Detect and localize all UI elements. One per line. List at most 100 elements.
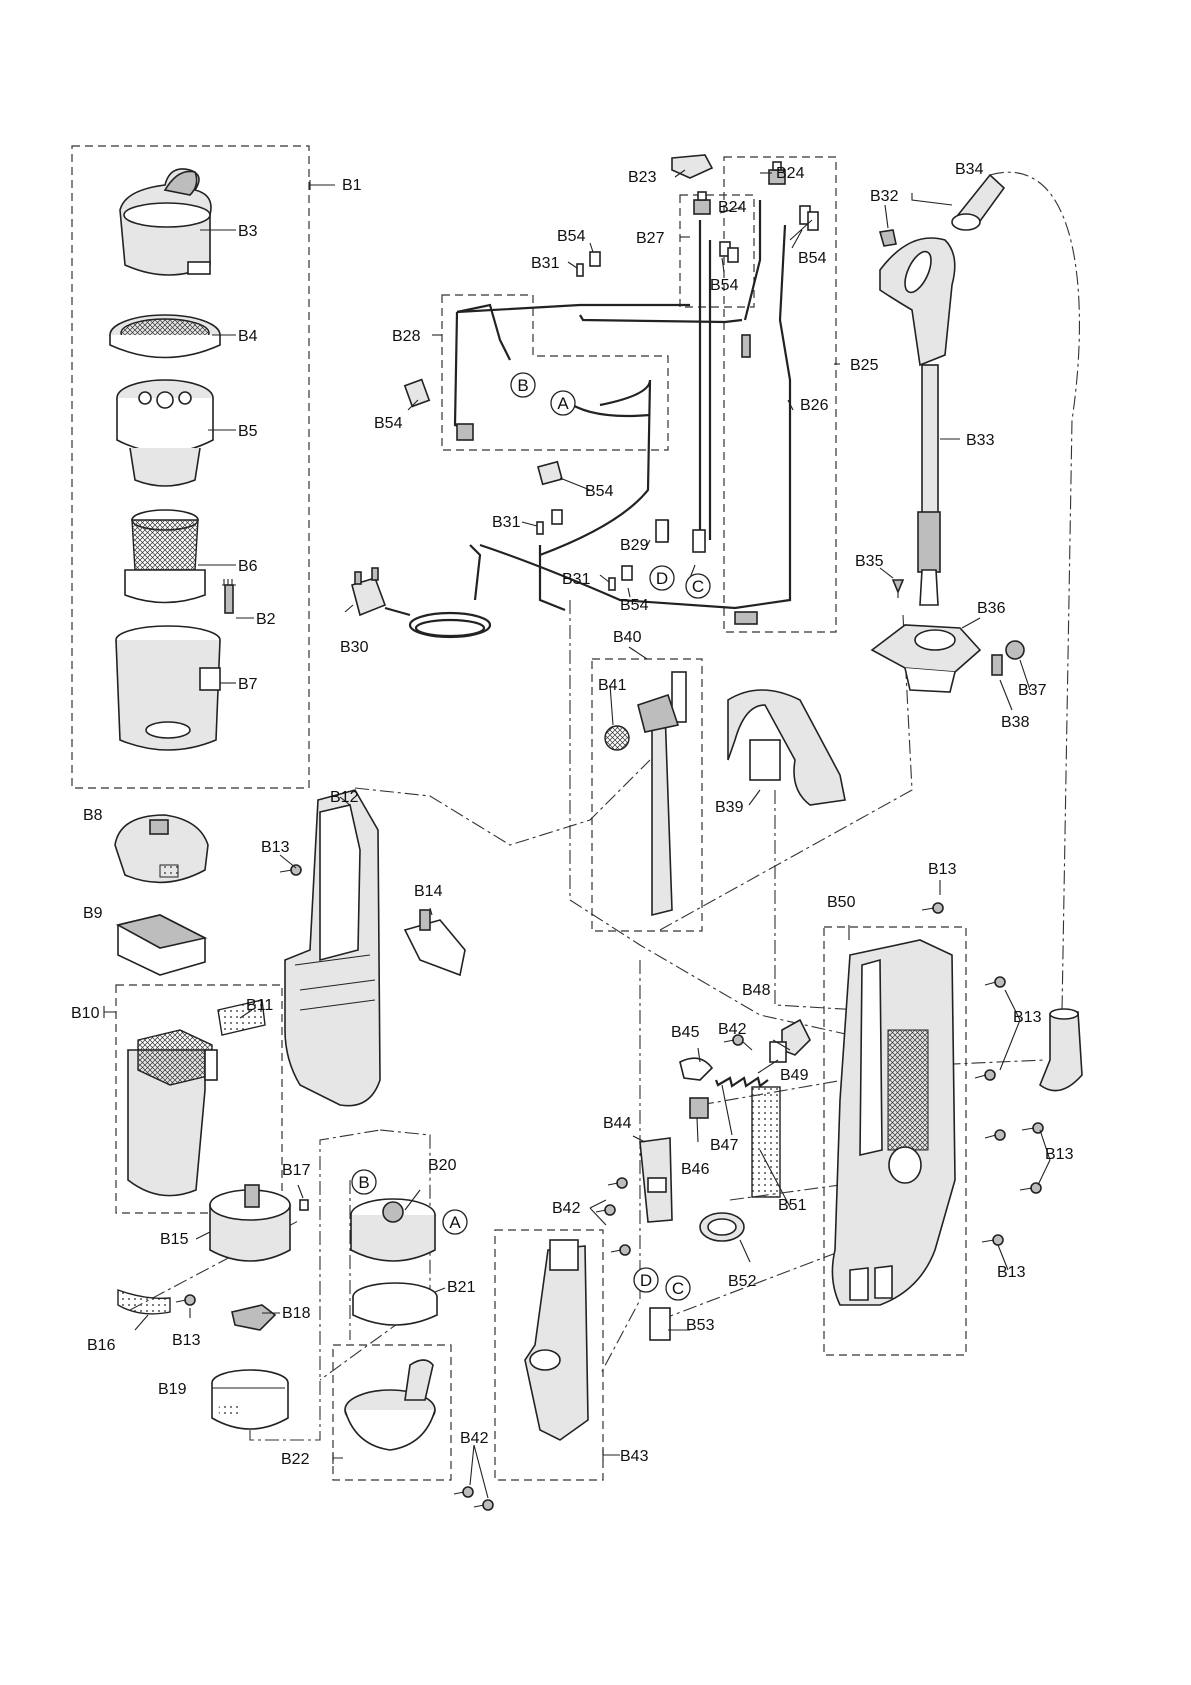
part-b39-handle-grip xyxy=(728,690,845,805)
label-b54-e: B54 xyxy=(585,483,614,500)
label-b23: B23 xyxy=(628,169,657,186)
label-b13-a: B13 xyxy=(261,839,290,856)
label-b32: B32 xyxy=(870,188,899,205)
part-b10-housing xyxy=(128,1030,217,1196)
part-b14-bracket xyxy=(405,910,465,975)
part-b7-bin xyxy=(116,626,220,750)
label-b26: B26 xyxy=(800,397,829,414)
part-b52-ring xyxy=(700,1213,744,1241)
label-b54-f: B54 xyxy=(620,597,649,614)
connector-b1-label: B xyxy=(517,376,528,395)
label-b15: B15 xyxy=(160,1231,189,1248)
label-b1: B1 xyxy=(342,177,362,194)
label-b8: B8 xyxy=(83,807,103,824)
label-b18: B18 xyxy=(282,1305,311,1322)
label-b54-c: B54 xyxy=(798,250,827,267)
label-b51: B51 xyxy=(778,1197,807,1214)
label-b9: B9 xyxy=(83,905,103,922)
connector-a1: A xyxy=(551,391,575,415)
part-b47-spring xyxy=(716,1078,768,1086)
group-box-b25 xyxy=(724,157,836,632)
part-b6-mesh-filter xyxy=(125,510,205,603)
label-b19: B19 xyxy=(158,1381,187,1398)
part-b41-mesh xyxy=(605,726,629,750)
label-b52: B52 xyxy=(728,1273,757,1290)
label-b53: B53 xyxy=(686,1317,715,1334)
connector-b1: B xyxy=(511,373,535,397)
label-b3: B3 xyxy=(238,223,258,240)
label-b13-e: B13 xyxy=(1045,1146,1074,1163)
label-b49: B49 xyxy=(780,1067,809,1084)
label-b20: B20 xyxy=(428,1157,457,1174)
part-b19-ring xyxy=(212,1370,288,1429)
part-b3-container-lid xyxy=(120,169,211,275)
label-b21: B21 xyxy=(447,1279,476,1296)
label-b35: B35 xyxy=(855,553,884,570)
label-b40: B40 xyxy=(613,629,642,646)
part-b43-lower-duct xyxy=(525,1240,588,1440)
label-b33: B33 xyxy=(966,432,995,449)
part-b20-motor xyxy=(351,1199,435,1261)
part-b30-plug xyxy=(352,545,490,637)
part-b22-motor-base xyxy=(345,1360,435,1450)
label-b39: B39 xyxy=(715,799,744,816)
part-b5-cyclone xyxy=(117,380,213,486)
part-b50-main-body xyxy=(832,940,955,1305)
connector-d2-label: D xyxy=(640,1271,652,1290)
label-b13-d: B13 xyxy=(1013,1009,1042,1026)
label-b42-a: B42 xyxy=(718,1021,747,1038)
part-b48-b49-latch xyxy=(770,1020,810,1062)
label-b30: B30 xyxy=(340,639,369,656)
assembly-line-b40 xyxy=(570,600,850,1035)
label-b7: B7 xyxy=(238,676,258,693)
part-b37-knob xyxy=(1006,641,1024,659)
label-b50: B50 xyxy=(827,894,856,911)
part-b38-spring xyxy=(992,655,1002,675)
part-b34-hose-end xyxy=(952,175,1004,230)
label-b36: B36 xyxy=(977,600,1006,617)
label-b34: B34 xyxy=(955,161,984,178)
part-b33-handle xyxy=(880,238,955,605)
part-b44-bracket xyxy=(640,1138,672,1222)
part-b40-duct xyxy=(638,672,686,915)
label-b42-c: B42 xyxy=(460,1430,489,1447)
label-b37: B37 xyxy=(1018,682,1047,699)
label-b31-b: B31 xyxy=(492,514,521,531)
label-b47: B47 xyxy=(710,1137,739,1154)
label-b54-a: B54 xyxy=(557,228,586,245)
label-b10: B10 xyxy=(71,1005,100,1022)
label-b24-left: B24 xyxy=(718,199,747,216)
connector-a2: A xyxy=(443,1210,467,1234)
connector-a2-label: A xyxy=(449,1213,461,1232)
label-b31-a: B31 xyxy=(531,255,560,272)
assembly-line-b42 xyxy=(600,960,640,1375)
label-b28: B28 xyxy=(392,328,421,345)
label-b45: B45 xyxy=(671,1024,700,1041)
connector-c1: C xyxy=(686,574,710,598)
label-b54-b: B54 xyxy=(710,277,739,294)
part-b2-brush xyxy=(222,579,236,613)
label-b5: B5 xyxy=(238,423,258,440)
connector-c2-label: C xyxy=(672,1279,684,1298)
part-b15-motor-cover xyxy=(210,1185,290,1261)
part-b46-latch xyxy=(690,1098,708,1118)
label-b4: B4 xyxy=(238,328,258,345)
part-b35-screw xyxy=(893,580,903,598)
label-b42-b: B42 xyxy=(552,1200,581,1217)
part-b45-cap xyxy=(680,1058,712,1080)
label-b6: B6 xyxy=(238,558,258,575)
connector-b2-label: B xyxy=(358,1173,369,1192)
label-b43: B43 xyxy=(620,1448,649,1465)
label-b29: B29 xyxy=(620,537,649,554)
label-b48: B48 xyxy=(742,982,771,999)
label-b46: B46 xyxy=(681,1161,710,1178)
connector-c1-label: C xyxy=(692,577,704,596)
connector-a1-label: A xyxy=(557,394,569,413)
label-b41: B41 xyxy=(598,677,627,694)
label-b14: B14 xyxy=(414,883,443,900)
label-b11: B11 xyxy=(246,997,273,1014)
connector-d1-label: D xyxy=(656,569,668,588)
connector-c2: C xyxy=(666,1276,690,1300)
label-b22: B22 xyxy=(281,1451,310,1468)
assembly-line-b1 xyxy=(355,760,650,845)
